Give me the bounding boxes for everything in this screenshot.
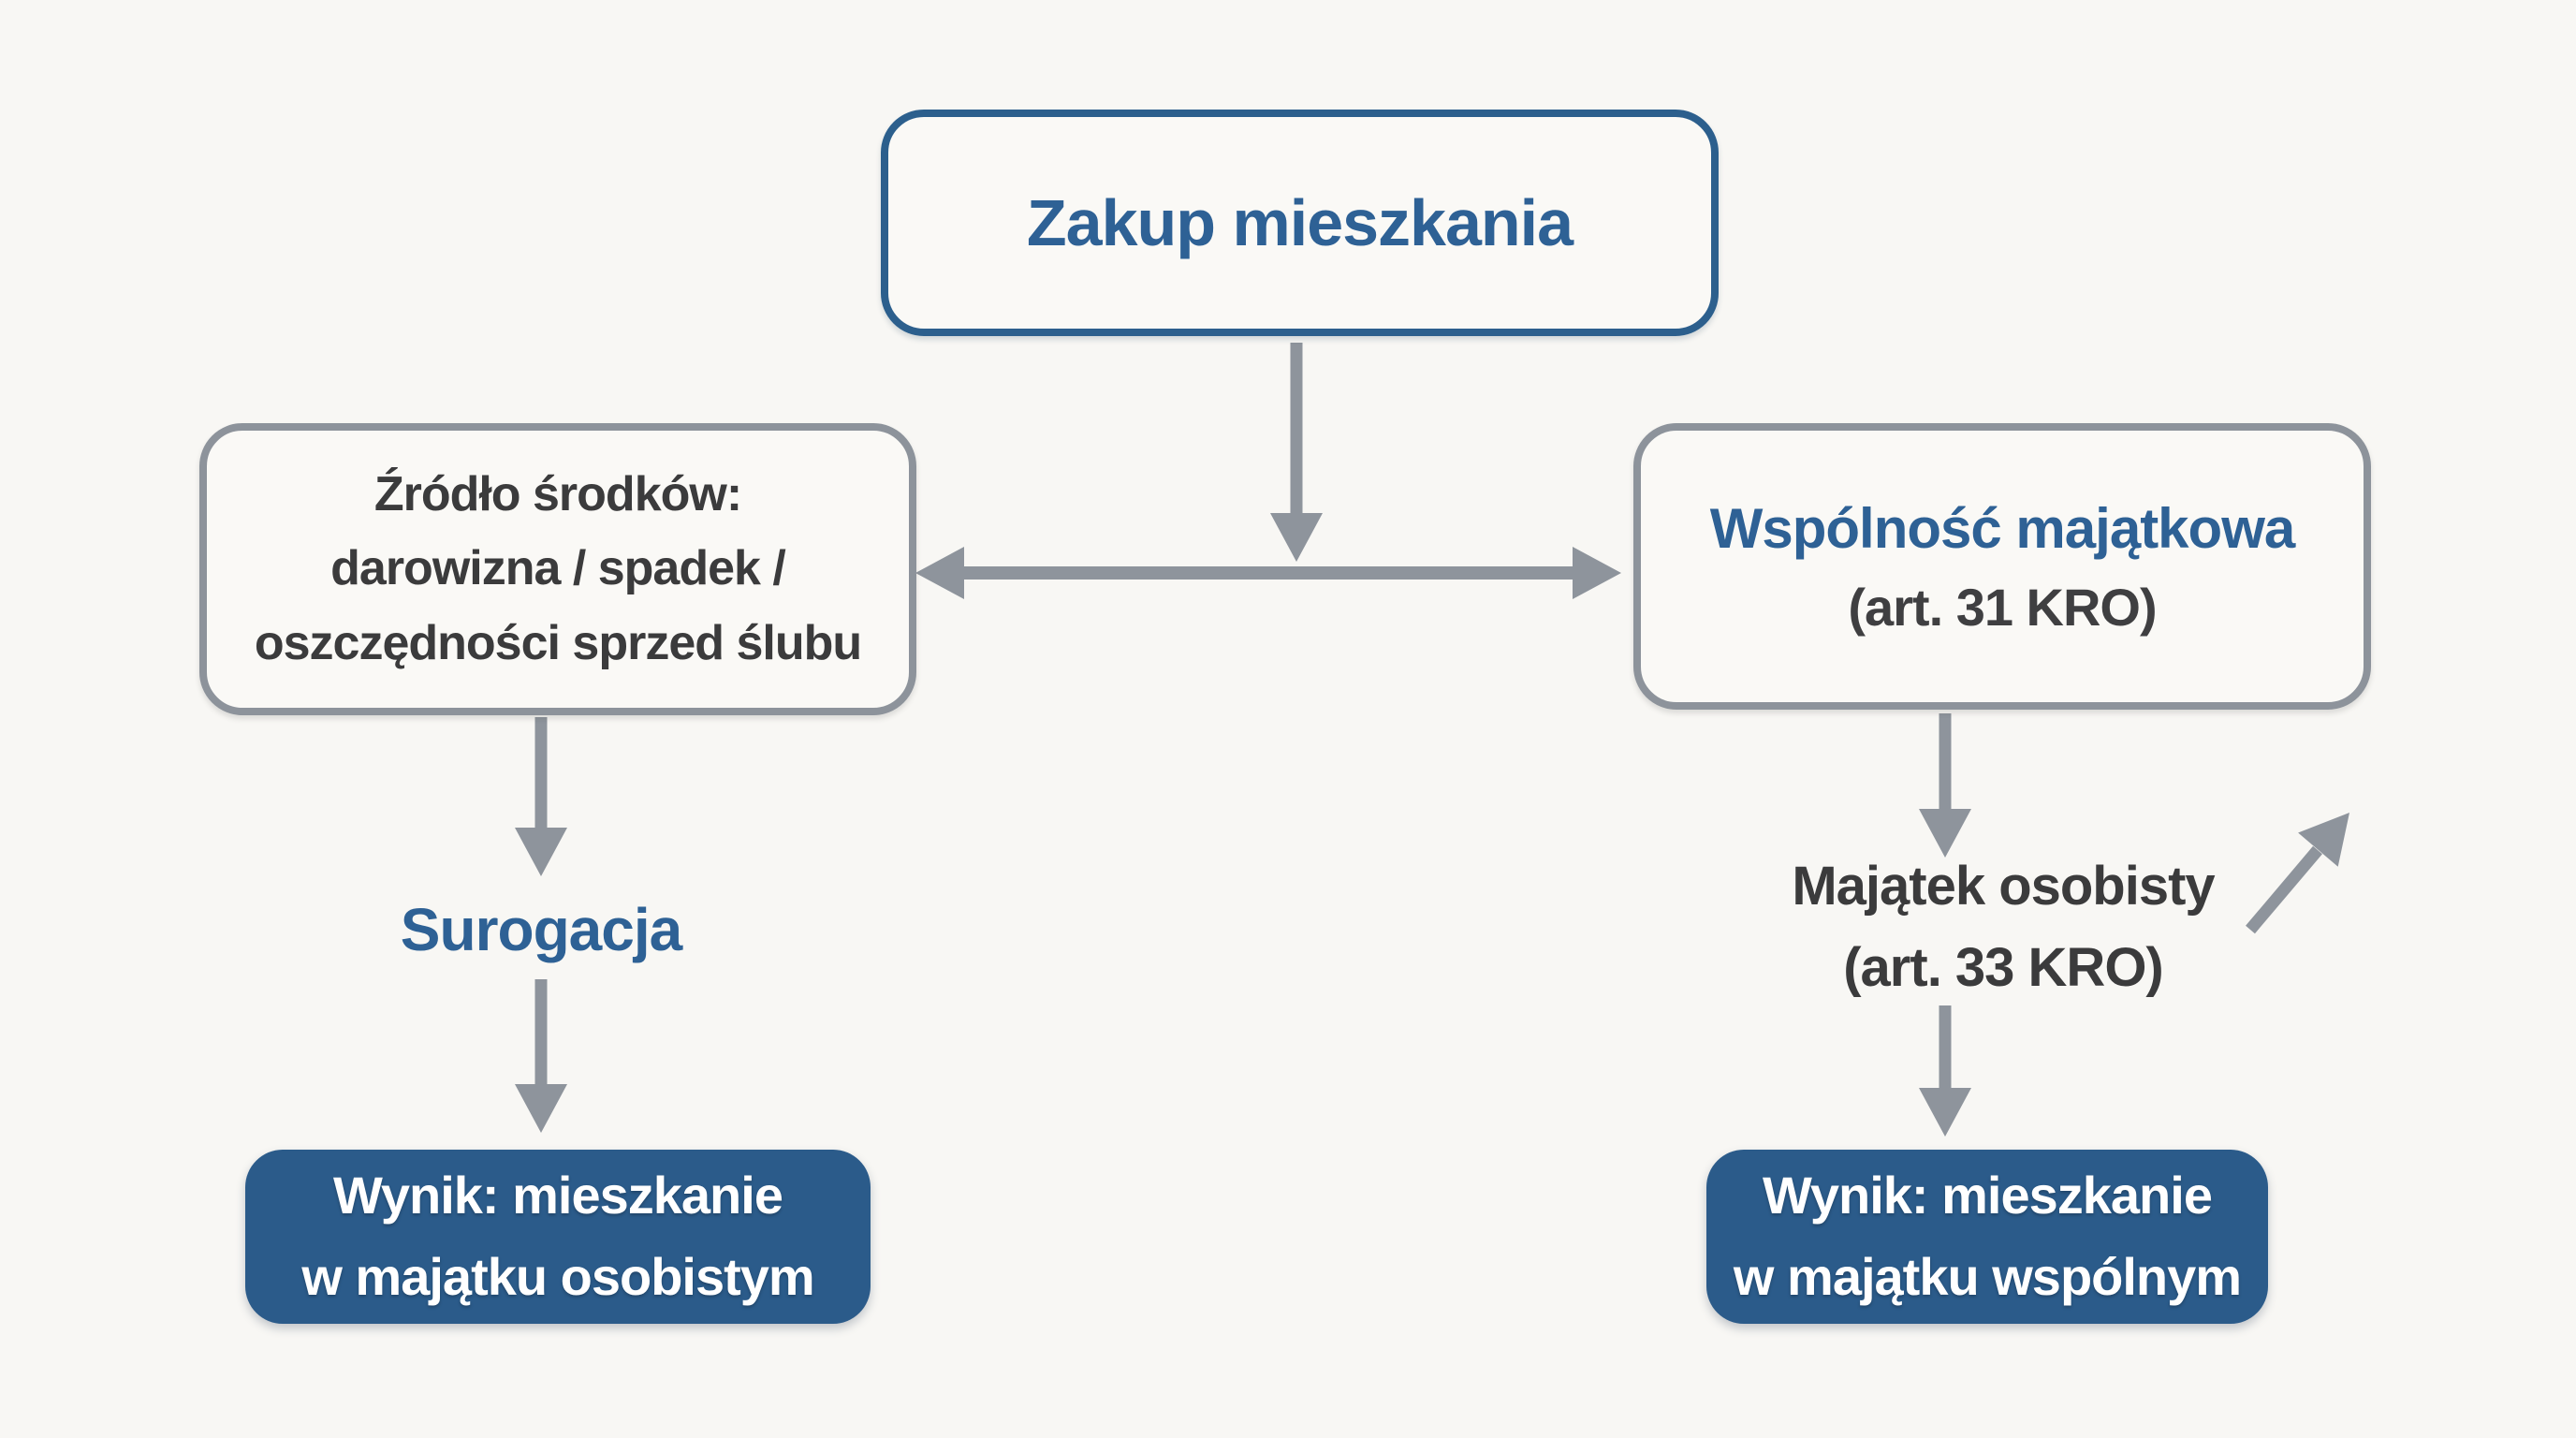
node-zrodlo-srodkow: Źródło środków: darowizna / spadek / osz…	[199, 423, 916, 715]
node-wynik-osobisty-line-2: w majątku osobistym	[301, 1247, 814, 1306]
arrow-surogacja-to-result-icon	[515, 979, 567, 1133]
node-wynik-osobisty-line-1: Wynik: mieszkanie	[333, 1166, 783, 1225]
node-wynik-wspolny-line-2: w majątku wspólnym	[1733, 1247, 2242, 1306]
label-majatek-osobisty: Majątek osobisty (art. 33 KRO)	[1741, 852, 2265, 1002]
arrow-top-to-split-icon	[1270, 343, 1323, 562]
label-surogacja-text: Surogacja	[400, 896, 682, 963]
label-majatek-line-2: (art. 33 KRO)	[1843, 937, 2164, 998]
node-wspolnosc-subtitle: (art. 31 KRO)	[1848, 577, 2157, 637]
node-wynik-wspolny-line-1: Wynik: mieszkanie	[1763, 1166, 2213, 1225]
node-wynik-majatek-wspolny: Wynik: mieszkanie w majątku wspólnym	[1706, 1150, 2268, 1324]
node-zrodlo-line-3: oszczędności sprzed ślubu	[254, 615, 862, 670]
label-majatek-line-1: Majątek osobisty	[1792, 856, 2215, 917]
node-wynik-majatek-osobisty: Wynik: mieszkanie w majątku osobistym	[245, 1150, 871, 1324]
arrow-source-to-surogacja-icon	[515, 717, 567, 876]
node-zakup-mieszkania-label: Zakup mieszkania	[1026, 186, 1573, 259]
arrow-estate-to-result-icon	[1919, 1005, 1971, 1137]
node-wspolnosc-title: Wspólność majątkowa	[1709, 496, 2295, 560]
arrow-diagonal-up-right-icon	[2246, 813, 2349, 934]
node-zrodlo-line-2: darowizna / spadek /	[330, 541, 786, 596]
node-zakup-mieszkania: Zakup mieszkania	[881, 110, 1719, 336]
label-surogacja: Surogacja	[373, 889, 710, 970]
node-wspolnosc-majatkowa: Wspólność majątkowa (art. 31 KRO)	[1633, 423, 2371, 710]
arrow-double-horizontal-icon	[915, 547, 1621, 599]
arrow-community-to-estate-icon	[1919, 713, 1971, 858]
node-zrodlo-line-1: Źródło środków:	[373, 467, 742, 522]
